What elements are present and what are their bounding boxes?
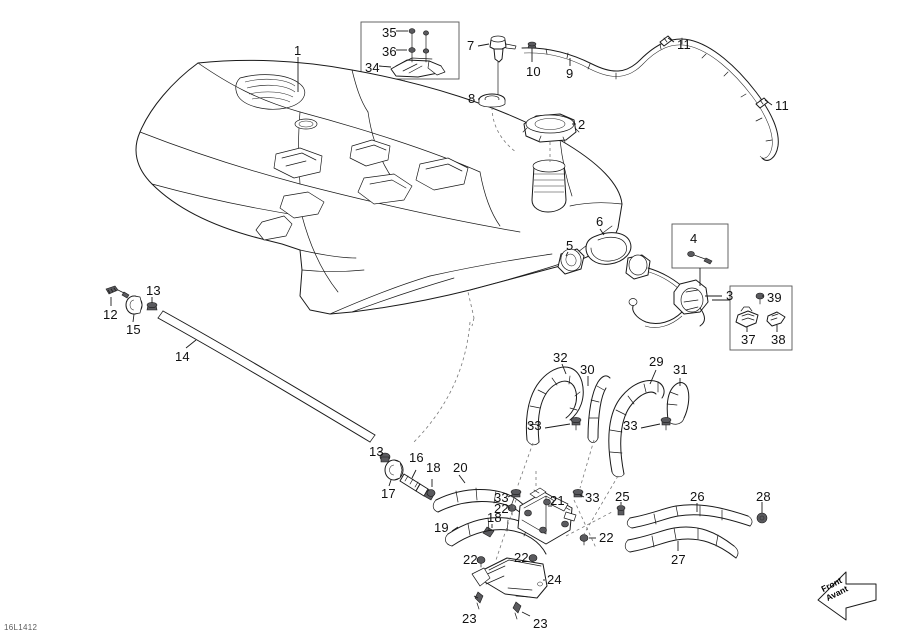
callout-11-lower: 11: [775, 98, 789, 113]
vent-hose-long: [521, 35, 779, 161]
gasket-grommet: [557, 228, 632, 275]
callout-19: 19: [434, 520, 449, 535]
callout-3: 3: [726, 288, 734, 303]
callout-23-b: 23: [533, 616, 548, 631]
callout-22-a: 22: [494, 501, 509, 516]
fuel-line-group: [105, 285, 391, 463]
filler-neck-and-cap: [522, 113, 580, 213]
callout-8: 8: [468, 91, 476, 106]
front-avant-arrow: Front Avant: [812, 575, 878, 622]
callout-17: 17: [381, 486, 396, 501]
callout-7: 7: [467, 38, 475, 53]
fuel-tank-artwork: [135, 59, 623, 315]
callout-35: 35: [382, 25, 397, 40]
callout-16: 16: [409, 450, 424, 465]
callout-32: 32: [553, 350, 568, 365]
callout-30: 30: [580, 362, 595, 377]
callout-39: 39: [767, 290, 782, 305]
callout-13-lower: 13: [369, 444, 384, 459]
callout-33-d: 33: [585, 490, 600, 505]
callout-36: 36: [382, 44, 397, 59]
front-avant-arrow-shape: [817, 571, 877, 621]
callout-21: 21: [550, 493, 565, 508]
inset-box-clips: [729, 285, 793, 351]
callout-31: 31: [673, 362, 688, 377]
callout-37: 37: [741, 332, 756, 347]
callout-15: 15: [126, 322, 141, 337]
callout-34: 34: [365, 60, 380, 75]
callout-28: 28: [756, 489, 771, 504]
callout-2: 2: [578, 117, 586, 132]
callout-1: 1: [294, 43, 302, 58]
callout-33-b: 33: [623, 418, 638, 433]
callout-14: 14: [175, 349, 190, 364]
diagram-code: 16L1412: [4, 623, 38, 632]
callout-18-lower: 18: [487, 510, 502, 525]
pump-support-bracket: [471, 557, 548, 620]
inset-box-bracket: [360, 21, 460, 80]
callout-22-c: 22: [463, 552, 478, 567]
callout-11-upper: 11: [677, 37, 691, 52]
callout-25: 25: [615, 489, 630, 504]
callout-13-upper: 13: [146, 283, 161, 298]
callout-18-upper: 18: [426, 460, 441, 475]
fuel-level-sender: [625, 223, 729, 328]
callout-9: 9: [566, 66, 574, 81]
callout-33-c: 33: [494, 490, 509, 505]
callout-33-a: 33: [527, 418, 542, 433]
callout-6: 6: [596, 214, 604, 229]
connector-chain: [384, 459, 495, 538]
callout-29: 29: [649, 354, 664, 369]
vent-hose-bundle: [507, 363, 690, 535]
callout-12: 12: [103, 307, 118, 322]
callout-10: 10: [526, 64, 541, 79]
callout-22-b: 22: [599, 530, 614, 545]
callout-4: 4: [690, 231, 698, 246]
callout-23-a: 23: [462, 611, 477, 626]
fuel-pump-assembly: [476, 470, 613, 568]
callout-5: 5: [566, 238, 574, 253]
callout-27: 27: [671, 552, 686, 567]
callout-38: 38: [771, 332, 786, 347]
callout-26: 26: [690, 489, 705, 504]
fuel-hoses-26-27: [616, 502, 768, 559]
callout-20: 20: [453, 460, 468, 475]
callout-22-d: 22: [514, 550, 529, 565]
rollover-valve-group: [478, 35, 517, 153]
callout-24: 24: [547, 572, 562, 587]
